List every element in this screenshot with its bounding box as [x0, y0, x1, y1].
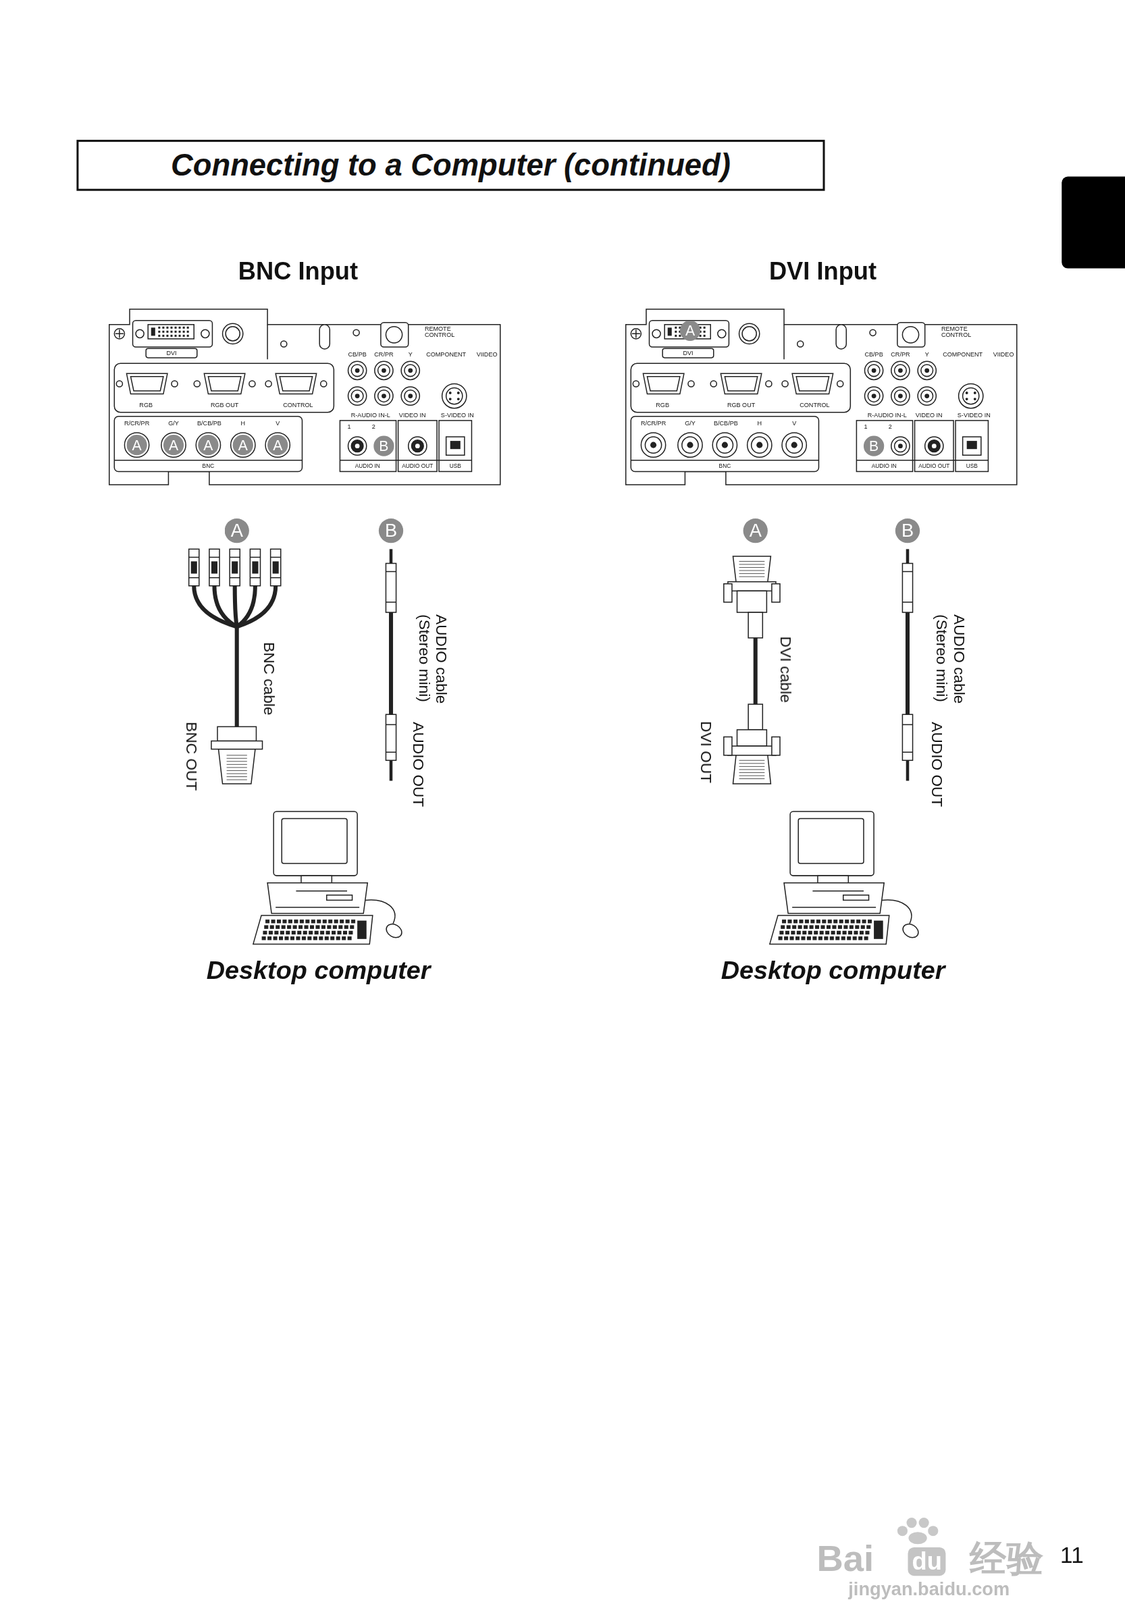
callout-letter: B [863, 436, 884, 457]
watermark: Bai [816, 1540, 874, 1577]
callout-letter: A [679, 320, 701, 342]
port-label: R/CR/PR [124, 420, 150, 427]
port-label: S-VIDEO IN [957, 412, 991, 419]
section-tab [1061, 176, 1125, 269]
callout-letter: B [378, 518, 404, 543]
port-label: USB [966, 463, 978, 470]
port-label: CB/PB [348, 351, 367, 358]
watermark: 经验 [969, 1540, 1044, 1577]
computer-node: Desktop computer [185, 806, 452, 992]
port-label: 1 [863, 423, 868, 430]
page-number: 11 [1060, 1544, 1084, 1567]
port-label: BNC [719, 463, 732, 470]
cable-label: AUDIO OUT [929, 721, 945, 807]
port-label: CONTROL [282, 402, 313, 409]
port-label: VIIDEO [993, 351, 1015, 358]
port-label: VIDEO IN [399, 412, 427, 419]
computer-caption: Desktop computer [700, 957, 966, 984]
cable-label: AUDIO cable (Stereo mini) [933, 614, 968, 717]
callout-letter: A [163, 434, 184, 456]
port-label: COMPONENT [942, 351, 983, 358]
port-label: AUDIO IN [355, 463, 381, 470]
port-label: RGB [139, 402, 153, 409]
port-label: AUDIO OUT [401, 463, 433, 470]
cable-label: DVI cable [778, 636, 795, 703]
port-label: V [275, 420, 280, 427]
port-label: CR/PR [890, 351, 910, 358]
title-text: Connecting to a Computer (continued) [170, 149, 731, 181]
port-label: RGB [655, 402, 670, 409]
title-box: Connecting to a Computer (continued) [76, 139, 825, 192]
port-label: CR/PR [374, 351, 394, 358]
cable-label: BNC OUT [184, 721, 200, 791]
port-label: CB/PB [864, 351, 883, 358]
port-label: USB [449, 463, 462, 470]
cable-label: DVI OUT [698, 721, 715, 784]
port-label: CONTROL [799, 402, 830, 409]
cable-label: AUDIO OUT [410, 721, 427, 807]
port-label: R-AUDIO IN-L [867, 412, 907, 419]
port-label: R/CR/PR [640, 420, 666, 427]
port-label: DVI [166, 350, 177, 357]
port-label: R-AUDIO IN-L [351, 412, 391, 419]
port-label: RGB OUT [210, 402, 239, 409]
port-label: V [792, 420, 797, 427]
port-label: 2 [888, 423, 893, 430]
port-label: H [756, 420, 762, 427]
port-label: 2 [372, 423, 376, 430]
port-label: 1 [347, 423, 352, 430]
section-heading: DVI Input [769, 259, 877, 284]
watermark: du [907, 1547, 946, 1577]
computer-node: Desktop computer [700, 806, 966, 992]
port-label: AUDIO IN [871, 463, 897, 470]
callout-letter: A [224, 518, 250, 543]
port-label: AUDIO OUT [918, 463, 950, 470]
port-label: B/CB/PB [713, 420, 739, 427]
callout-letter: A [232, 434, 254, 456]
watermark: jingyan.baidu.com [848, 1580, 1010, 1599]
port-label: H [241, 420, 246, 427]
port-label: VIIDEO [476, 351, 498, 358]
callout-letter: B [373, 436, 394, 457]
port-label: G/Y [168, 420, 179, 427]
port-label: DVI [682, 350, 693, 357]
callout-letter: A [126, 434, 147, 456]
callout-letter: B [895, 518, 920, 543]
port-label: Y [925, 351, 930, 358]
cable-label: BNC cable [262, 642, 278, 716]
port-label: S-VIDEO IN [440, 412, 475, 419]
section-heading: BNC Input [238, 259, 358, 284]
port-label: REMOTE CONTROL [941, 326, 972, 339]
port-label: BNC [202, 463, 215, 470]
port-label: COMPONENT [426, 351, 466, 358]
port-label: B/CB/PB [197, 420, 222, 427]
port-label: G/Y [684, 420, 696, 427]
cable-label: AUDIO cable (Stereo mini) [415, 614, 450, 717]
port-label: RGB OUT [727, 402, 755, 409]
computer-caption: Desktop computer [185, 957, 452, 984]
port-label: Y [408, 351, 413, 358]
callout-letter: A [743, 518, 768, 543]
callout-letter: A [197, 434, 219, 456]
callout-letter: A [267, 434, 288, 456]
port-label: VIDEO IN [915, 412, 943, 419]
port-label: REMOTE CONTROL [424, 326, 456, 339]
